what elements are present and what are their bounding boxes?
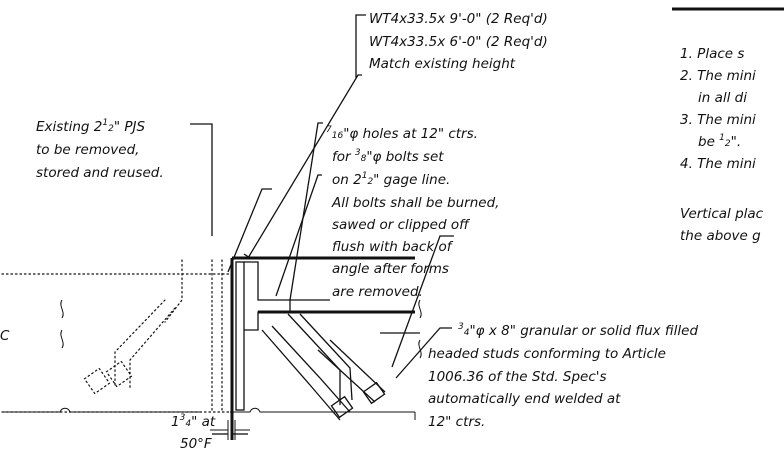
- svg-text:the above g: the above g: [680, 228, 761, 244]
- svg-text:Match existing height: Match existing height: [369, 56, 516, 72]
- callout-holes-bolts: 716"φ holes at 12" ctrs. for 38"φ bolts …: [289, 122, 499, 301]
- svg-text:All bolts shall be burned,: All bolts shall be burned,: [331, 195, 499, 211]
- callout-wt-spec: WT4x33.5x 9'-0" (2 Req'd) WT4x33.5x 6'-0…: [355, 11, 548, 78]
- svg-text:4. The mini: 4. The mini: [680, 156, 756, 172]
- svg-text:1006.36 of the Std. Spec's: 1006.36 of the Std. Spec's: [428, 369, 607, 385]
- callout-headed-studs: 34"φ x 8" granular or solid flux filled …: [395, 322, 698, 430]
- svg-text:are removed.: are removed.: [332, 284, 423, 300]
- svg-text:angle after forms: angle after forms: [332, 261, 449, 277]
- svg-text:Vertical plac: Vertical plac: [680, 206, 764, 222]
- svg-text:flush with back of: flush with back of: [332, 239, 454, 255]
- svg-text:716"φ holes at 12" ctrs.: 716"φ holes at 12" ctrs.: [326, 125, 478, 142]
- svg-text:stored and reused.: stored and reused.: [36, 165, 164, 181]
- svg-text:3. The mini: 3. The mini: [680, 112, 756, 128]
- gap-dimension: 134" at 50°F: [171, 413, 250, 452]
- svg-text:on 212" gage line.: on 212" gage line.: [332, 171, 450, 188]
- svg-text:Existing 212" PJS: Existing 212" PJS: [36, 118, 145, 135]
- slab-bottom-edge: [2, 299, 422, 420]
- svg-text:automatically end welded at: automatically end welded at: [428, 391, 621, 407]
- leader-lines: [212, 74, 454, 435]
- svg-text:WT4x33.5x 9'-0" (2 Req'd): WT4x33.5x 9'-0" (2 Req'd): [369, 11, 548, 27]
- svg-text:34"φ x 8" granular or solid fl: 34"φ x 8" granular or solid flux filled: [458, 322, 698, 339]
- svg-text:sawed or clipped off: sawed or clipped off: [332, 217, 470, 233]
- edge-mark: C: [0, 328, 10, 344]
- existing-angle-and-studs: [83, 259, 183, 395]
- svg-text:134" at: 134" at: [171, 413, 216, 430]
- svg-text:to be removed,: to be removed,: [36, 142, 139, 158]
- general-notes: 1. Place s 2. The mini in all di 3. The …: [672, 7, 784, 244]
- svg-text:headed studs conforming to Art: headed studs conforming to Article: [428, 346, 666, 362]
- svg-text:be 12".: be 12".: [698, 133, 741, 150]
- svg-text:WT4x33.5x 6'-0" (2 Req'd): WT4x33.5x 6'-0" (2 Req'd): [369, 34, 548, 50]
- headed-studs: [261, 313, 386, 421]
- existing-slab-outline: [1, 259, 231, 413]
- svg-text:2. The mini: 2. The mini: [680, 68, 756, 84]
- svg-text:for 38"φ bolts set: for 38"φ bolts set: [332, 148, 444, 165]
- callout-existing-pjs: Existing 212" PJS to be removed, stored …: [36, 118, 213, 236]
- svg-text:1. Place s: 1. Place s: [680, 46, 744, 62]
- wt-section: [230, 256, 415, 440]
- svg-text:in all di: in all di: [698, 90, 747, 106]
- svg-text:12" ctrs.: 12" ctrs.: [428, 414, 485, 430]
- svg-text:50°F: 50°F: [180, 436, 212, 452]
